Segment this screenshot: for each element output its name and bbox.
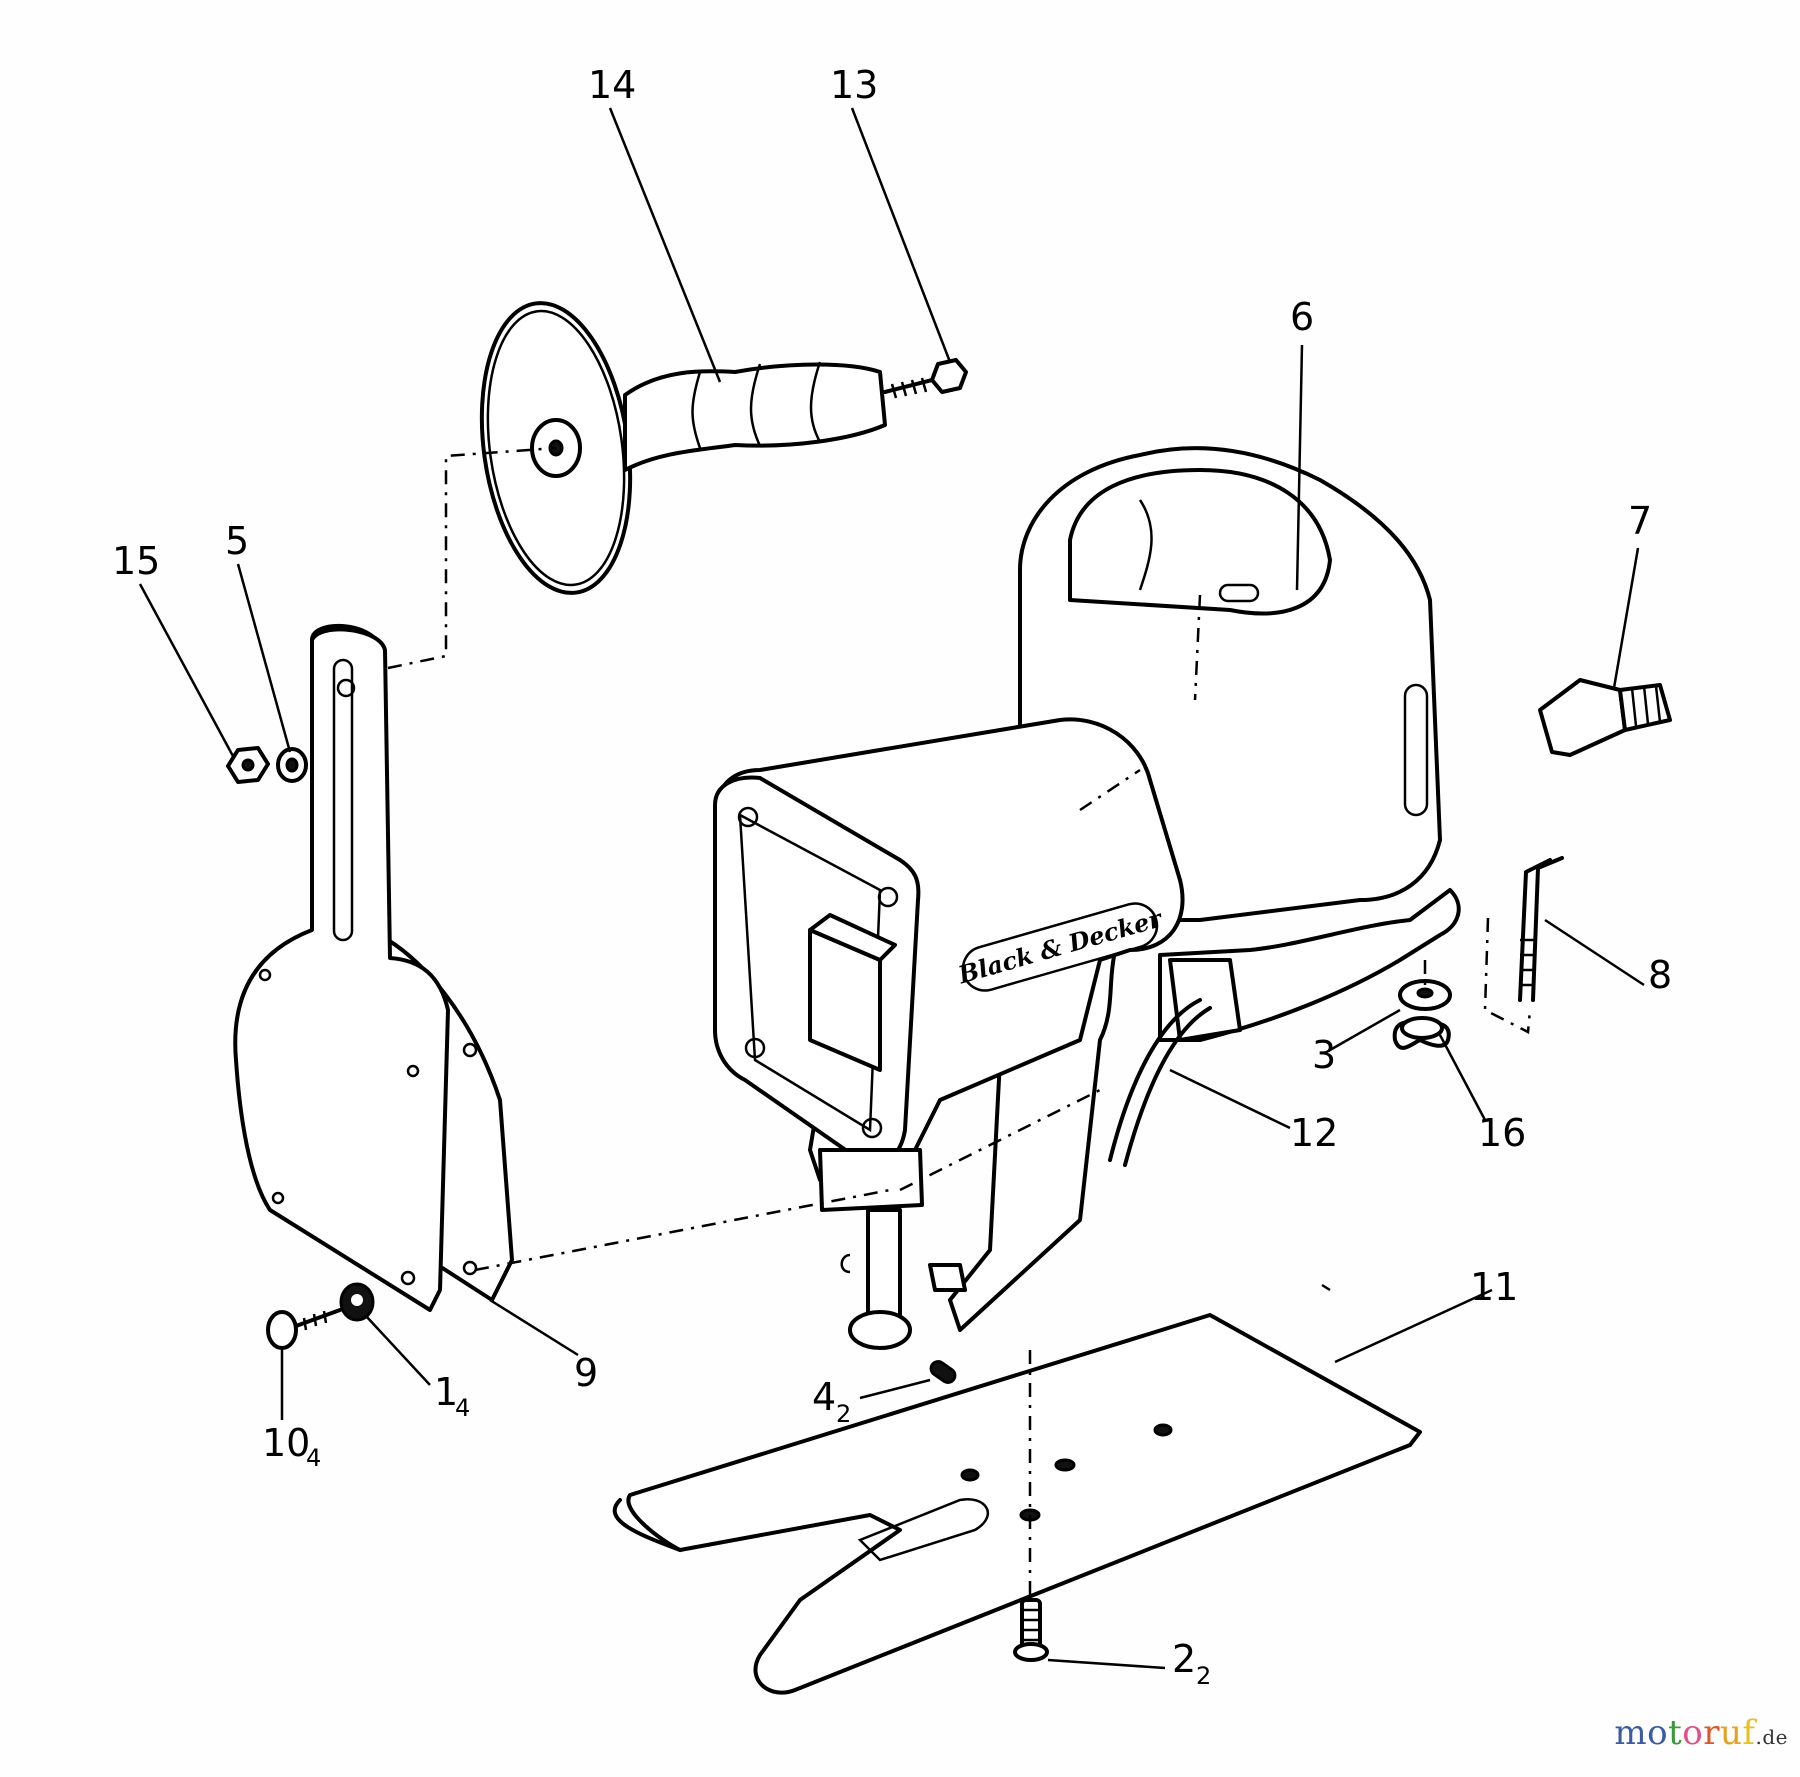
svg-text:15: 15: [112, 539, 160, 583]
watermark-letter: m: [1614, 1713, 1648, 1753]
callout-11: 11: [1470, 1265, 1518, 1309]
callout-16: 16: [1478, 1111, 1526, 1155]
part-8-pin: [1483, 856, 1564, 1034]
watermark-tld: .de: [1755, 1725, 1788, 1749]
callout-7: 7: [1628, 499, 1652, 543]
assembly-guide-lines: [387, 446, 1427, 1600]
callout-6: 6: [1290, 295, 1314, 339]
part-2-screw: [1013, 1598, 1049, 1662]
svg-text:2: 2: [836, 1400, 851, 1428]
svg-text:16: 16: [1478, 1111, 1526, 1155]
svg-text:2: 2: [1196, 1662, 1211, 1690]
svg-text:1: 1: [434, 1370, 458, 1414]
svg-text:10: 10: [262, 1421, 310, 1465]
part-3-washer: [1398, 979, 1452, 1011]
part-7-knob: [1538, 678, 1672, 757]
svg-text:8: 8: [1648, 953, 1672, 997]
part-10-screw: [266, 1308, 342, 1350]
svg-text:2: 2: [1172, 1637, 1196, 1681]
watermark-letter: o: [1682, 1713, 1704, 1753]
callout-5: 5: [225, 519, 249, 563]
watermark-letter: r: [1703, 1713, 1720, 1753]
part-13-screw: [883, 358, 968, 399]
part-1-washer: [339, 1282, 375, 1322]
svg-text:3: 3: [1312, 1033, 1336, 1077]
svg-text:5: 5: [225, 519, 249, 563]
motoruf-watermark: motoruf.de: [1614, 1713, 1788, 1753]
part-16-wing-nut: [1392, 1016, 1451, 1050]
svg-text:4: 4: [306, 1444, 321, 1472]
callout-3: 3: [1312, 1033, 1336, 1077]
part-5-washer: [276, 747, 308, 783]
jigsaw-main-housing: Black & Decker: [713, 446, 1461, 1350]
callout-12: 12: [1290, 1111, 1338, 1155]
callout-1: 14: [434, 1370, 470, 1422]
callout-10: 104: [262, 1421, 321, 1472]
callout-13: 13: [830, 63, 878, 107]
callout-9: 9: [574, 1351, 598, 1395]
svg-text:4: 4: [455, 1394, 470, 1422]
callout-15: 15: [112, 539, 160, 583]
svg-text:7: 7: [1628, 499, 1652, 543]
svg-text:14: 14: [588, 63, 636, 107]
watermark-letter: o: [1647, 1713, 1669, 1753]
callout-leader-lines: [138, 107, 1645, 1670]
svg-text:4: 4: [812, 1375, 836, 1419]
watermark-letter: f: [1742, 1713, 1756, 1753]
svg-text:13: 13: [830, 63, 878, 107]
part-15-nut: [226, 746, 270, 784]
callout-14: 14: [588, 63, 636, 107]
watermark-letter: u: [1720, 1713, 1743, 1753]
part-4-set-screw: [929, 1360, 957, 1384]
watermark-letter: t: [1668, 1713, 1683, 1753]
svg-text:12: 12: [1290, 1111, 1338, 1155]
svg-text:11: 11: [1470, 1265, 1518, 1309]
svg-text:6: 6: [1290, 295, 1314, 339]
svg-text:9: 9: [574, 1351, 598, 1395]
part-9-guard-plate: [233, 623, 514, 1312]
part-11-base-shoe: [612, 1313, 1422, 1695]
part-14-handle-disc: [479, 301, 887, 595]
callout-8: 8: [1648, 953, 1672, 997]
